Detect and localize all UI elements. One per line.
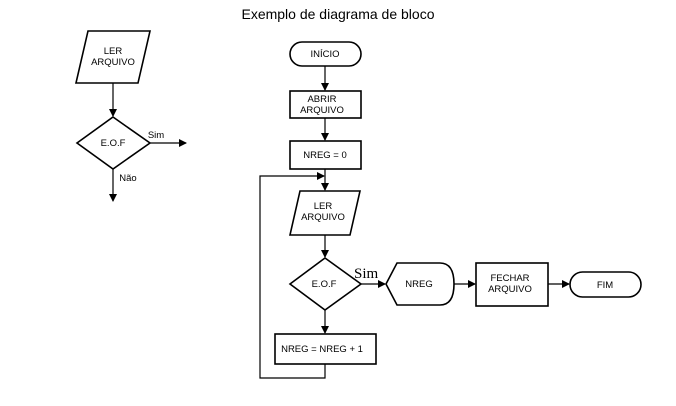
close-file-label-1: FECHAR bbox=[490, 273, 529, 284]
increment-label: NREG = NREG + 1 bbox=[281, 344, 363, 355]
init-counter-node: NREG = 0 bbox=[289, 140, 362, 170]
legend-decision-label: E.O.F bbox=[101, 138, 126, 149]
read-file-label-1: LER bbox=[314, 201, 333, 212]
start-node: INÍCIO bbox=[289, 41, 362, 67]
legend-yes-label: Sim bbox=[148, 130, 164, 141]
loop-back-arrow bbox=[259, 172, 326, 379]
read-file-node: LER ARQUIVO bbox=[288, 190, 362, 236]
close-file-node: FECHAR ARQUIVO bbox=[475, 262, 549, 307]
decision-label: E.O.F bbox=[312, 279, 337, 290]
open-file-label-1: ABRIR bbox=[307, 94, 336, 105]
read-file-label-2: ARQUIVO bbox=[301, 212, 345, 223]
yes-label: Sim bbox=[354, 266, 379, 282]
display-node: NREG bbox=[385, 262, 455, 306]
init-counter-label: NREG = 0 bbox=[303, 150, 347, 161]
close-file-label-2: ARQUIVO bbox=[488, 284, 532, 295]
end-node: FIM bbox=[569, 271, 642, 298]
legend-read-file-node: LER ARQUIVO bbox=[74, 30, 152, 84]
end-label: FIM bbox=[597, 280, 613, 291]
open-file-label-2: ARQUIVO bbox=[300, 105, 344, 116]
display-label: NREG bbox=[405, 279, 432, 290]
decision-node: E.O.F bbox=[288, 257, 363, 311]
diagram-title: Exemplo de diagrama de bloco bbox=[241, 6, 435, 22]
open-file-node: ABRIR ARQUIVO bbox=[289, 90, 362, 119]
start-label: INÍCIO bbox=[310, 49, 339, 60]
legend-decision-node: E.O.F bbox=[75, 116, 152, 170]
increment-node: NREG = NREG + 1 bbox=[274, 333, 377, 365]
legend-read-file-label-2: ARQUIVO bbox=[91, 57, 135, 68]
legend-read-file-label-1: LER bbox=[104, 46, 123, 57]
legend-no-label: Não bbox=[119, 173, 136, 184]
